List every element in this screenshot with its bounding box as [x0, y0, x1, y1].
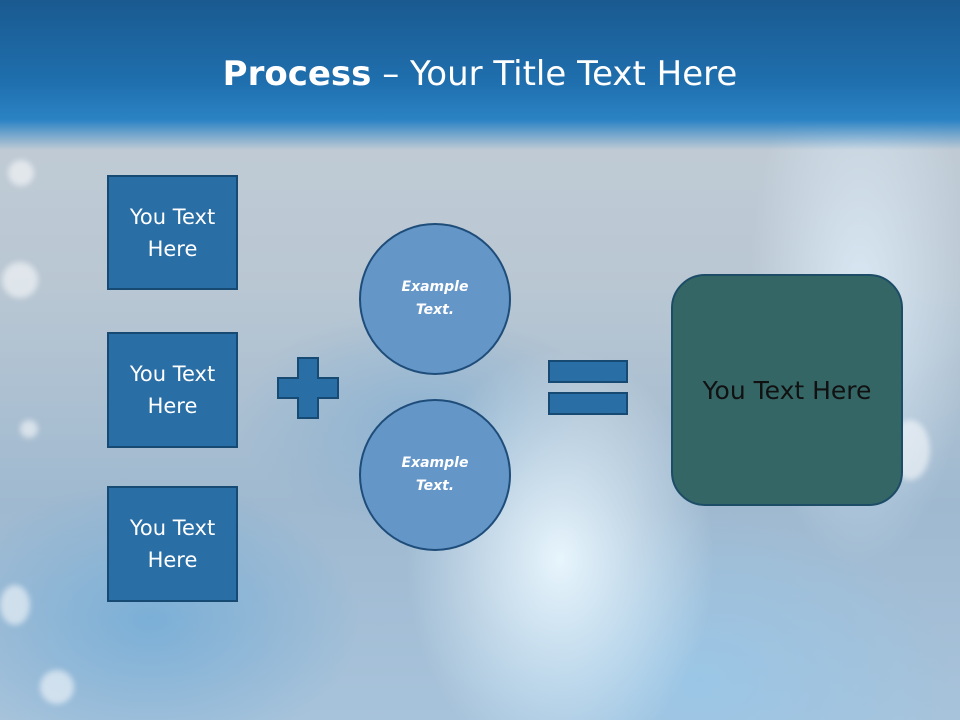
example-circle-1-line-2: Text. [415, 302, 455, 318]
text-box-2[interactable]: You Text Here [107, 332, 238, 448]
example-circle-2[interactable]: Example Text. [359, 399, 511, 551]
example-circle-1[interactable]: Example Text. [359, 223, 511, 375]
text-box-2-line-1: You Text [129, 362, 216, 386]
example-circle-2-line-1: Example [401, 455, 469, 471]
equals-icon [548, 360, 628, 415]
text-box-3[interactable]: You Text Here [107, 486, 238, 602]
text-box-2-line-2: Here [147, 394, 198, 418]
example-circle-1-content: Example Text. [402, 276, 469, 322]
example-circle-2-line-2: Text. [415, 478, 455, 494]
result-text: You Text Here [702, 375, 872, 405]
text-box-1-content: You Text Here [130, 201, 215, 265]
example-circle-2-content: Example Text. [402, 452, 469, 498]
bokeh-light [20, 420, 38, 438]
title-bold: Process [222, 54, 372, 94]
bokeh-light [40, 670, 74, 704]
page-title: Process – Your Title Text Here [0, 52, 960, 96]
text-box-1-line-2: Here [147, 236, 198, 261]
text-box-1[interactable]: You Text Here [107, 175, 238, 290]
plus-icon [277, 357, 339, 419]
text-box-2-content: You Text Here [130, 358, 215, 422]
result-box[interactable]: You Text Here [671, 274, 903, 506]
text-box-3-line-2: Here [147, 548, 198, 572]
text-box-3-content: You Text Here [130, 512, 215, 576]
text-box-1-line-1: You Text [129, 204, 216, 229]
title-dash: – [371, 54, 411, 94]
header-band [0, 0, 960, 150]
example-circle-1-line-1: Example [401, 279, 469, 295]
bokeh-light [2, 262, 38, 298]
bokeh-light [8, 160, 34, 186]
bokeh-light [0, 585, 30, 625]
text-box-3-line-1: You Text [129, 516, 216, 540]
title-rest: Your Title Text Here [410, 54, 738, 94]
